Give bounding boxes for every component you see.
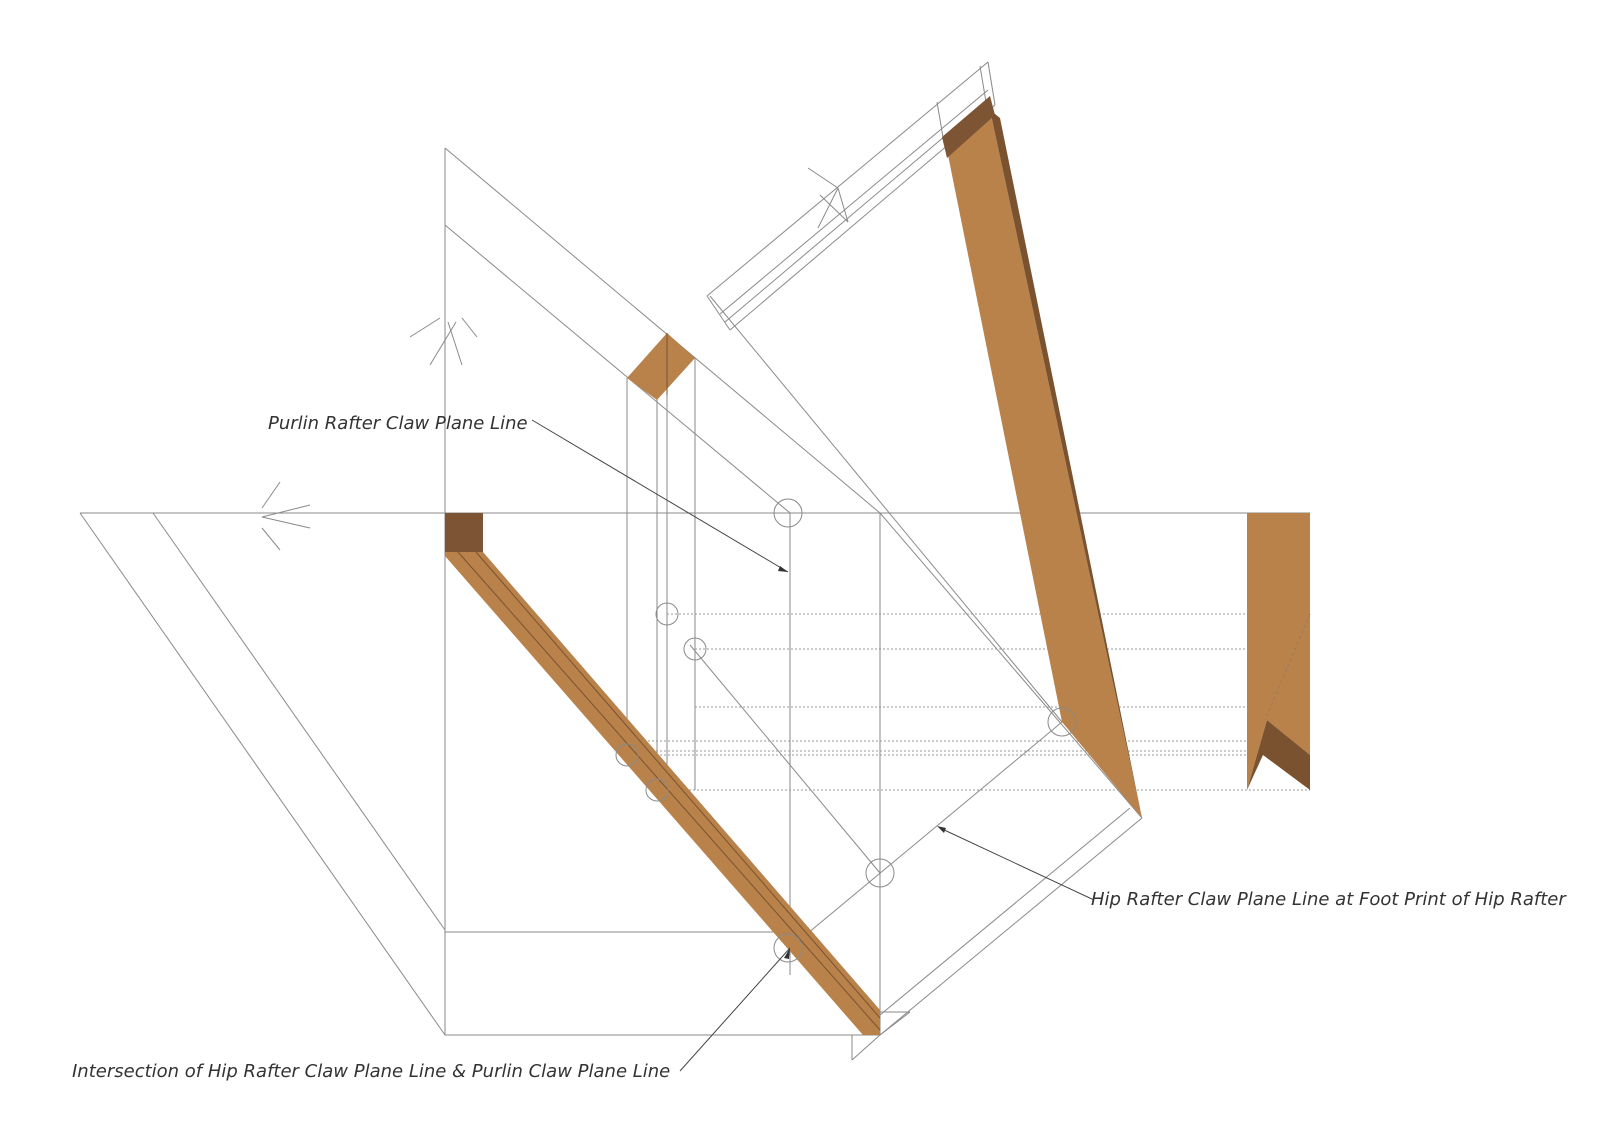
purlin-section (627, 333, 695, 400)
direction-arrow-symbol-upper-right (807, 167, 849, 229)
upper-rafter-section-outline (706, 61, 996, 331)
direction-arrow-symbol-left (261, 481, 311, 551)
construction-diagonals (444, 147, 1143, 949)
hip-foot-outline (851, 807, 1143, 1061)
projection-lines (640, 613, 1310, 791)
intersection-label: Intersection of Hip Rafter Claw Plane Li… (72, 1061, 670, 1082)
purlin-claw-plane-label: Purlin Rafter Claw Plane Line (268, 413, 528, 434)
label-leaders (531, 419, 1095, 1072)
plan-bottom-lines (445, 931, 880, 1036)
hip-rafter-plan (445, 513, 881, 1035)
left-wall-plan-outline (79, 512, 446, 1036)
hip-rafter-elevation (942, 96, 1142, 818)
direction-arrow-symbol-upper-left (409, 317, 478, 366)
construction-verticals (444, 148, 881, 1035)
hip-rafter-end-view (1247, 513, 1311, 790)
hip-claw-footprint-label: Hip Rafter Claw Plane Line at Foot Print… (1091, 889, 1567, 910)
intersection-markers (615, 498, 1077, 963)
